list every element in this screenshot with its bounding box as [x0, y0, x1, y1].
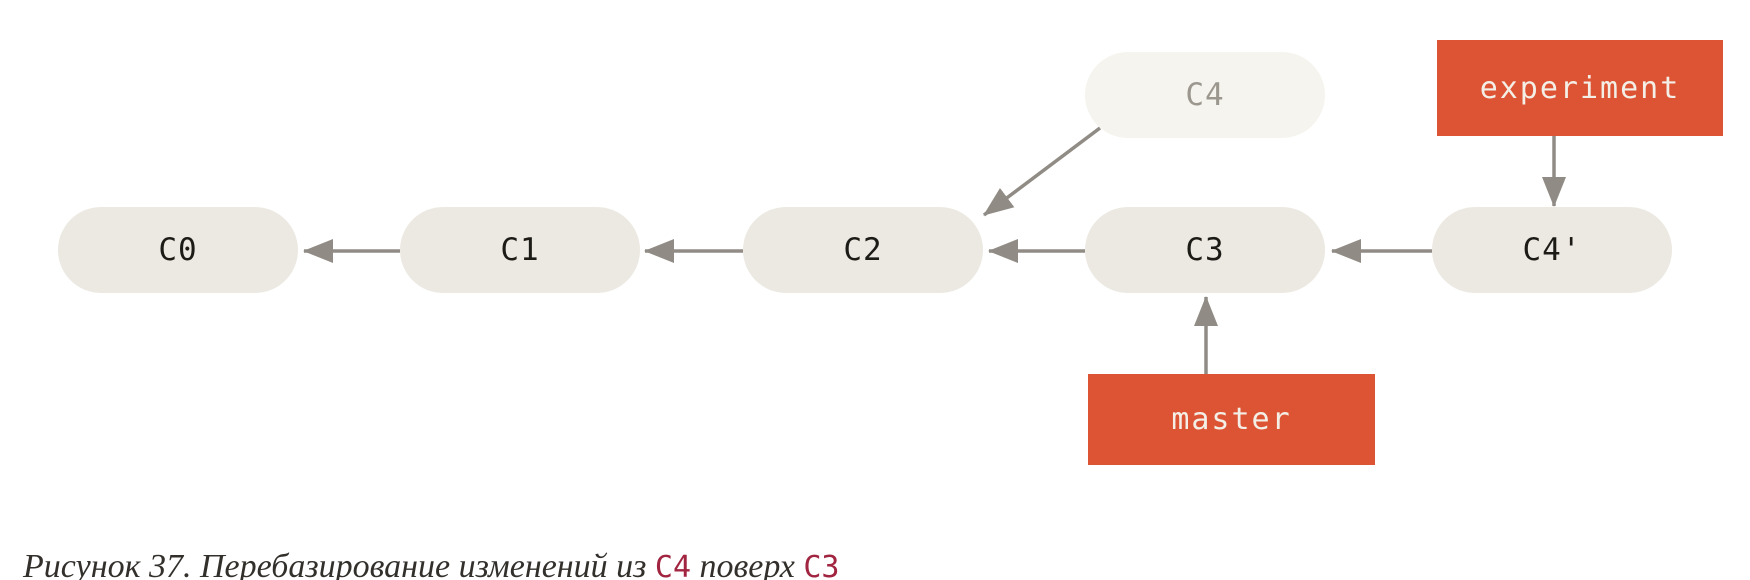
commit-node-c3: C3: [1085, 207, 1325, 293]
commit-label-c0: C0: [158, 232, 198, 268]
commit-node-c0: C0: [58, 207, 298, 293]
commit-label-c3: C3: [1185, 232, 1225, 268]
commit-label-c1: C1: [500, 232, 540, 268]
commit-node-c4-ghost: C4: [1085, 52, 1325, 138]
commit-label-c2: C2: [843, 232, 883, 268]
caption-code-c3: C3: [803, 550, 840, 580]
commit-label-c4-ghost: C4: [1185, 77, 1225, 113]
commit-node-c1: C1: [400, 207, 640, 293]
branch-label-experiment: experiment: [1437, 40, 1723, 136]
caption-middle: поверх: [691, 548, 804, 580]
branch-label-master-text: master: [1171, 402, 1292, 437]
branch-label-master: master: [1088, 374, 1375, 465]
caption-code-c4: C4: [654, 550, 692, 580]
caption-prefix: Рисунок 37. Перебазирование изменений из: [23, 548, 655, 580]
figure-caption: Рисунок 37. Перебазирование изменений из…: [23, 548, 839, 580]
commit-label-c4prime: C4': [1522, 232, 1582, 268]
edge-c4-to-c2: [982, 126, 1102, 217]
commit-node-c2: C2: [743, 207, 983, 293]
branch-label-experiment-text: experiment: [1479, 70, 1681, 106]
commit-node-c4prime: C4': [1432, 207, 1672, 293]
